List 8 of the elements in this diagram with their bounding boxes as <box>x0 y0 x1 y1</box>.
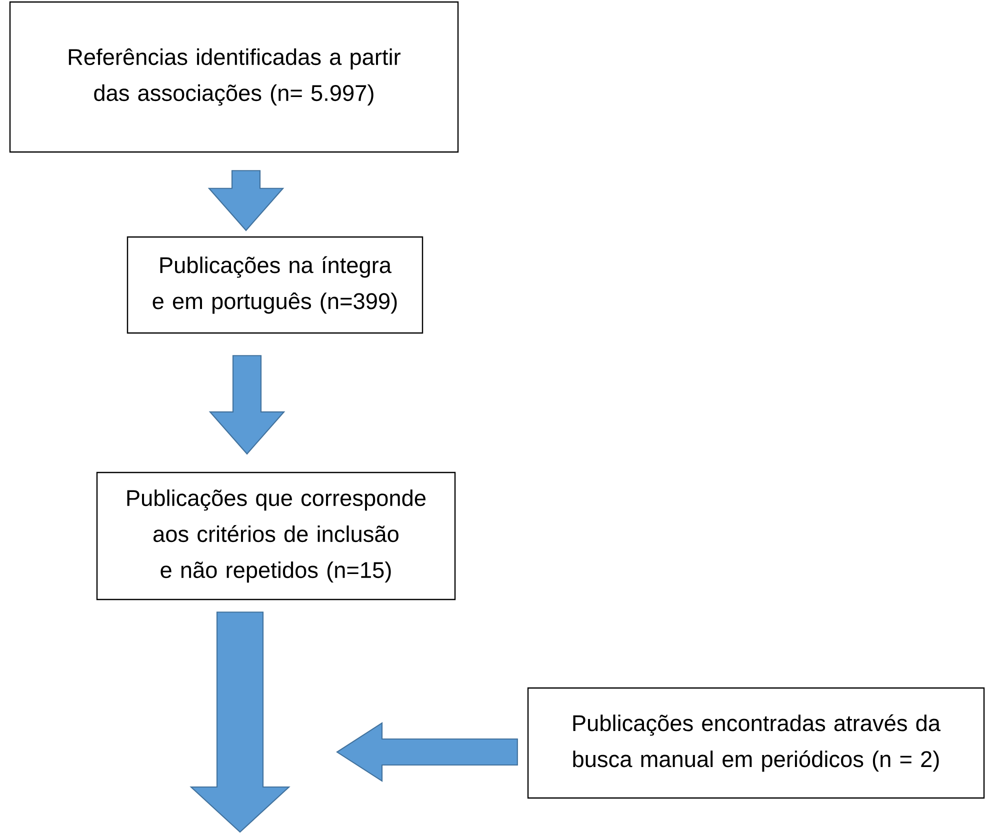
process-box: Publicações encontradas através da busca manual em periódicos (n = 2) <box>527 687 985 799</box>
block-arrow <box>336 722 518 782</box>
process-box: Referências identificadas a partir das associações (n= 5.997) <box>9 1 459 153</box>
process-box: Publicações que corresponde aos critérios de inclusão e não repetidos (n=15) <box>96 472 456 600</box>
block-arrow <box>208 170 284 232</box>
block-arrow <box>190 612 290 833</box>
block-arrow <box>208 355 286 455</box>
process-box: Publicações na íntegra e em português (n=399) <box>126 236 424 334</box>
